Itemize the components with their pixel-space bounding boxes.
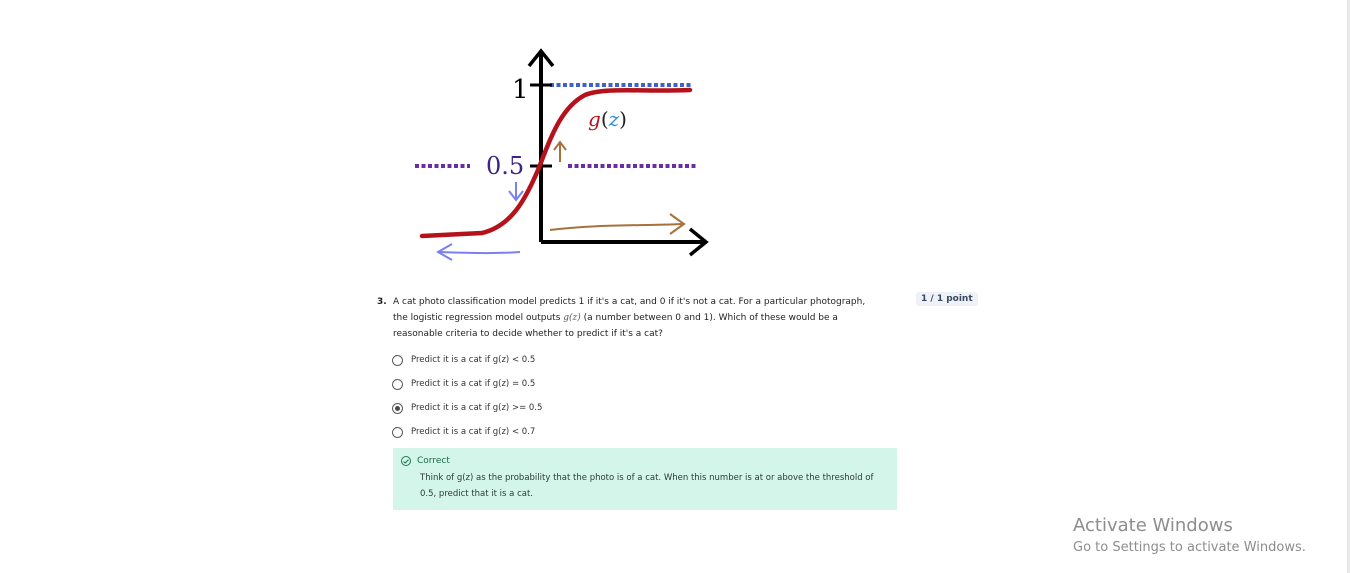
page-scrollbar[interactable] xyxy=(1347,0,1350,573)
option-label: Predict it is a cat if g(z) = 0.5 xyxy=(411,379,536,389)
down-arrow-left xyxy=(508,182,524,202)
points-badge: 1 / 1 point xyxy=(916,292,978,306)
option-2[interactable]: Predict it is a cat if g(z) = 0.5 xyxy=(392,376,535,392)
check-circle-icon xyxy=(401,456,411,466)
feedback-title: Correct xyxy=(417,456,450,466)
question-text-part: A cat photo classification model predict… xyxy=(393,297,866,323)
radio-button[interactable] xyxy=(392,354,403,366)
activate-windows-watermark: Activate Windows Go to Settings to activ… xyxy=(1073,515,1306,558)
feedback-box: Correct Think of g(z) as the probability… xyxy=(393,448,897,510)
feedback-body: Think of g(z) as the probability that th… xyxy=(420,473,874,499)
right-arrow-brown xyxy=(549,213,686,235)
option-3[interactable]: Predict it is a cat if g(z) >= 0.5 xyxy=(392,400,542,416)
feedback-header: Correct xyxy=(401,456,450,466)
label-half: 0.5 xyxy=(486,152,524,180)
radio-button[interactable] xyxy=(392,378,403,390)
option-1[interactable]: Predict it is a cat if g(z) < 0.5 xyxy=(392,352,535,368)
watermark-title: Activate Windows xyxy=(1073,515,1233,536)
option-label: Predict it is a cat if g(z) < 0.5 xyxy=(411,355,536,365)
left-arrow-blue xyxy=(435,243,521,261)
y-axis-arrowhead xyxy=(527,48,555,68)
label-one: 1 xyxy=(512,75,529,105)
sigmoid-curve xyxy=(419,87,693,239)
watermark-subtitle: Go to Settings to activate Windows. xyxy=(1073,540,1306,555)
curve-label: g(z) xyxy=(588,107,627,131)
question-text-part: (a number between 0 and 1). Which of the… xyxy=(393,313,838,339)
radio-button-selected[interactable] xyxy=(392,402,403,414)
question-text: A cat photo classification model predict… xyxy=(393,294,871,342)
sigmoid-figure: 1 0.5 g(z) xyxy=(400,40,720,270)
inline-math-gz: g(z) xyxy=(563,313,581,323)
option-4[interactable]: Predict it is a cat if g(z) < 0.7 xyxy=(392,424,535,440)
question-number: 3. xyxy=(377,297,387,307)
option-label: Predict it is a cat if g(z) >= 0.5 xyxy=(411,403,543,413)
radio-button[interactable] xyxy=(392,426,403,438)
sigmoid-plot: 1 0.5 g(z) xyxy=(415,48,709,261)
option-label: Predict it is a cat if g(z) < 0.7 xyxy=(411,427,536,437)
up-arrow-right xyxy=(553,140,567,162)
x-axis-arrowhead xyxy=(688,227,709,257)
